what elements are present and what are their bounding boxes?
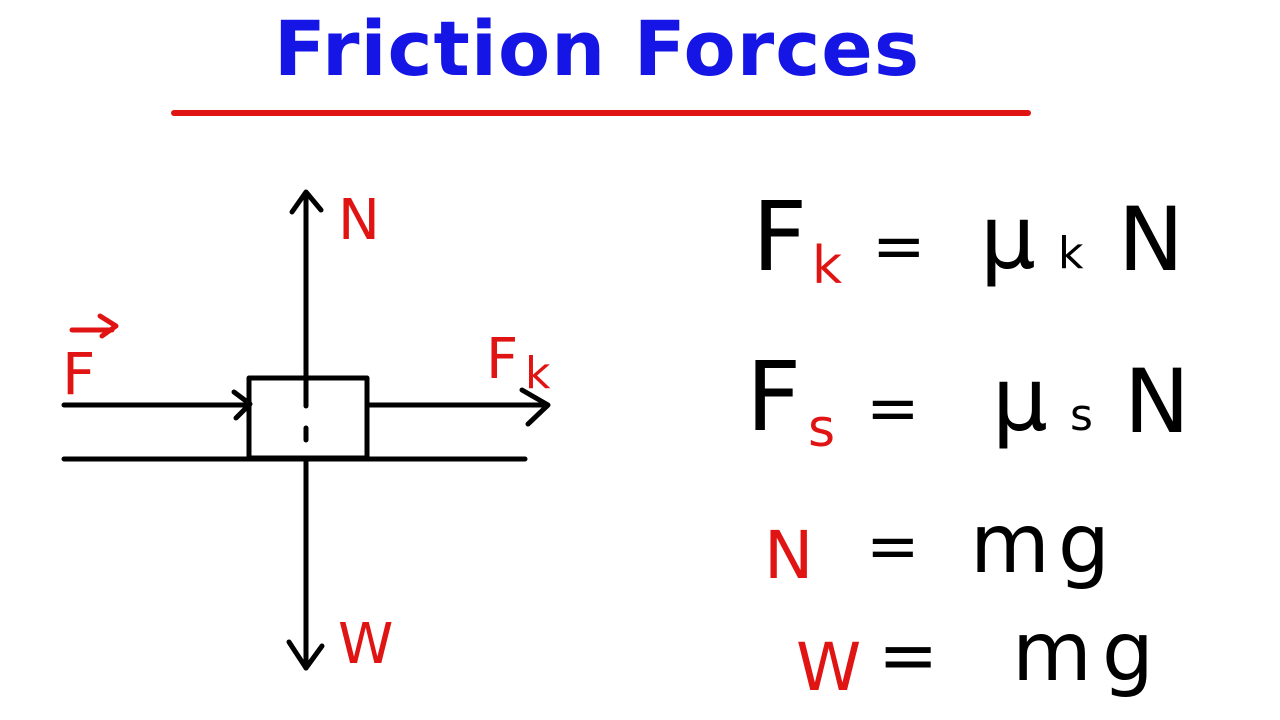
vector-arrowhead-icon (97, 313, 119, 339)
eq2-lhs-subscript: s (808, 399, 835, 459)
eq2-mu-subscript: s (1070, 390, 1093, 441)
eq4-rhs: mg (1012, 605, 1164, 700)
eq2-equals: = (866, 372, 920, 446)
normal-force-label: N (338, 188, 380, 253)
eq1-normal: N (1118, 188, 1184, 291)
eq3-lhs: N (764, 517, 813, 594)
weight-label: W (338, 612, 393, 677)
applied-force-label: F (62, 340, 95, 408)
eq1-lhs: F (752, 181, 807, 293)
weight-arrowhead (286, 639, 325, 671)
eq3-rhs: mg (970, 497, 1118, 592)
eq2-lhs: F (746, 341, 801, 453)
friction-force-label: F (486, 327, 518, 392)
friction-force-subscript: k (525, 348, 551, 399)
eq1-lhs-subscript: k (812, 236, 842, 296)
eq1-mu: μ (980, 186, 1036, 289)
normal-force-arrowhead (289, 189, 324, 215)
eq1-equals: = (872, 210, 926, 284)
eq2-mu: μ (992, 348, 1048, 451)
eq1-mu-subscript: k (1058, 228, 1084, 279)
applied-force-arrowhead (231, 389, 253, 421)
friction-force-arrowhead (519, 387, 551, 427)
eq2-normal: N (1124, 350, 1190, 453)
page-title: Friction Forces (273, 4, 921, 93)
eq3-equals: = (866, 510, 920, 584)
eq4-equals: = (878, 613, 938, 697)
eq4-lhs: W (796, 629, 861, 706)
